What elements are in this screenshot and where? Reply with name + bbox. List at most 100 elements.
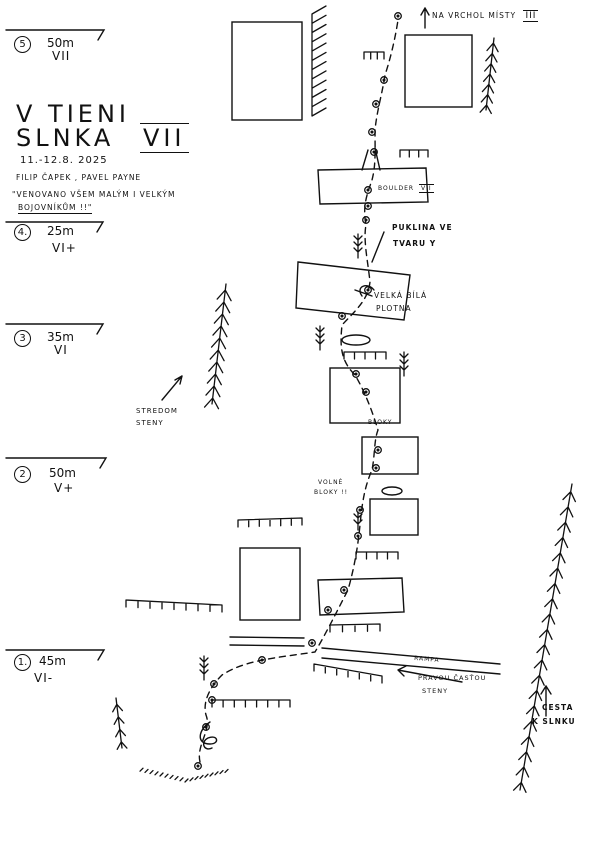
right-part-label-1: PRAVOU ČASŤOU	[418, 674, 487, 682]
flake-feature	[381, 486, 403, 496]
pitch-1-number: 1.	[14, 654, 31, 671]
pitch-3-grade: VI	[54, 343, 68, 357]
ramp-line	[229, 636, 305, 639]
rock-face	[239, 547, 301, 621]
summit-arrow	[420, 7, 430, 29]
bolt-center	[196, 764, 200, 768]
pitch-4-grade: VI+	[52, 241, 77, 255]
bolt-center	[374, 102, 378, 106]
flake-feature	[341, 334, 371, 346]
descent-arrow	[315, 325, 325, 351]
pitch-3-number: 3	[14, 330, 31, 347]
bolt-icon	[380, 76, 388, 84]
pitch-3-line	[5, 323, 105, 335]
bolt-center	[396, 14, 400, 18]
ledge	[211, 699, 291, 708]
bolt-icon	[352, 370, 360, 378]
bolt-icon	[258, 656, 266, 664]
route-authors: FILIP ČAPEK , PAVEL PAYNE	[16, 173, 142, 182]
bolt-center	[310, 641, 314, 645]
pitch-5-line	[5, 29, 106, 41]
summit-label: NA VRCHOL MÍSTY III	[432, 10, 539, 22]
route-title-line2: SLNKA VII	[16, 123, 189, 153]
bolt-icon	[324, 606, 332, 614]
slab-pointer	[354, 289, 373, 297]
right-part-label-2: STENY	[422, 687, 449, 695]
rock-face	[369, 498, 419, 536]
herringbone-arrow	[512, 483, 577, 793]
pitch-2-grade: V+	[54, 481, 75, 495]
pitch-3: 3 35m	[14, 328, 74, 347]
route-title-line1: V TIENI	[16, 100, 130, 128]
descent-arrow	[399, 351, 409, 377]
rock-face	[317, 167, 429, 205]
boulder-label: BOULDER VII	[378, 184, 434, 193]
rock-face	[404, 34, 473, 108]
herringbone-arrow	[112, 697, 128, 750]
ramp-line	[229, 644, 305, 647]
bolt-center	[366, 288, 370, 292]
crack-label-1: PUKLINA VE	[392, 223, 453, 232]
pitch-2: 2 50m	[14, 464, 76, 483]
bolt-icon	[374, 446, 382, 454]
crack-pointer	[371, 231, 385, 263]
crack-label-2: TVARU Y	[393, 239, 437, 248]
loose-blocks-label-2: BLOKY !!	[314, 489, 349, 496]
bolt-center	[364, 390, 368, 394]
route-title-grade: VII	[139, 123, 189, 153]
descent-arrow	[353, 233, 363, 259]
pitch-1: 1.45m	[14, 652, 66, 671]
bolt-icon	[364, 186, 372, 194]
ledge	[313, 663, 383, 684]
pitch-2-number: 2	[14, 466, 31, 483]
bolt-center	[340, 314, 344, 318]
herringbone-arrow	[203, 283, 232, 410]
bolt-center	[358, 508, 362, 512]
pitch-4-number: 4.	[14, 224, 31, 241]
boulder-grade: VII	[418, 184, 434, 193]
slab-label-1: VELKÁ BÍLÁ	[374, 291, 428, 300]
belay-crack-left	[361, 149, 369, 171]
ledge	[363, 51, 385, 60]
summit-label-text: NA VRCHOL MÍSTY	[432, 11, 517, 20]
bolt-icon	[356, 506, 364, 514]
bolt-icon	[308, 639, 316, 647]
bolt-center	[376, 448, 380, 452]
right-part-arrow	[397, 665, 463, 683]
bolt-icon	[394, 12, 402, 20]
bolt-center	[374, 466, 378, 470]
blocks-label: BLOKY	[368, 419, 393, 426]
path-arrow	[540, 685, 552, 717]
route-line	[198, 19, 399, 763]
bolt-icon	[362, 216, 370, 224]
pitch-2-line	[5, 457, 108, 469]
boulder-text: BOULDER	[378, 185, 415, 192]
bolt-center	[354, 372, 358, 376]
pitch-5-length: 50m	[47, 36, 74, 50]
dedication-line2: BOJOVNÍKŮM !!"	[18, 203, 93, 214]
bolt-icon	[194, 762, 202, 770]
pitch-1-line	[5, 649, 106, 661]
bolt-center	[370, 130, 374, 134]
ledge	[125, 599, 223, 613]
ledge	[343, 351, 387, 360]
path-label-1: CESTA	[542, 703, 574, 712]
route-date: 11.-12.8. 2025	[20, 155, 108, 166]
bolt-center	[210, 698, 214, 702]
pitch-2-length: 50m	[49, 466, 76, 480]
ground-hatching	[139, 767, 229, 783]
belay-crack-right	[374, 147, 381, 171]
bolt-icon	[340, 586, 348, 594]
loose-blocks-label-1: VOLNÉ	[318, 479, 344, 486]
pitch-1-grade: VI-	[34, 671, 54, 685]
path-label-2: K SLNKU	[532, 717, 576, 726]
center-label-1: STREDOM	[136, 407, 178, 415]
bolt-icon	[372, 100, 380, 108]
pitch-4: 4.25m	[14, 222, 74, 241]
summit-grade: III	[523, 10, 539, 22]
pitch-3-length: 35m	[47, 330, 74, 344]
ledge	[329, 623, 381, 633]
